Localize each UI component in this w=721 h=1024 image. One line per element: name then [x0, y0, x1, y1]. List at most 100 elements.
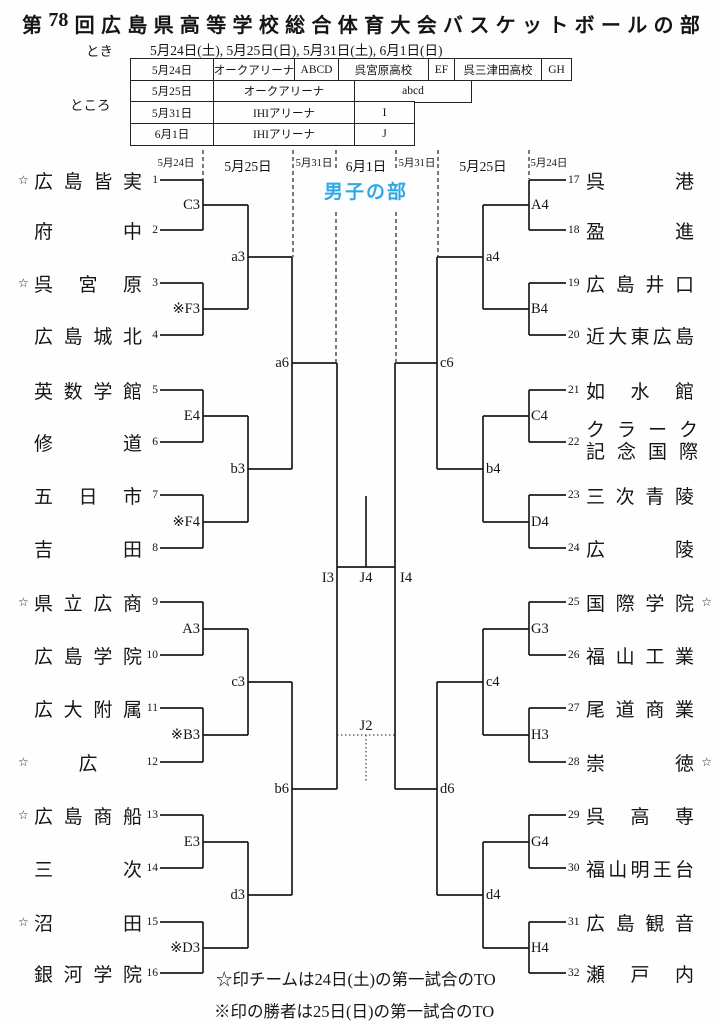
team-name: 英数学館	[34, 381, 142, 403]
schedule-dates: 5月24日(土), 5月25日(日), 5月31日(土), 6月1日(日)	[150, 43, 443, 58]
seed-star: ☆	[701, 754, 712, 769]
team-number: 3	[152, 277, 158, 289]
team-name: 福山工業	[586, 646, 694, 668]
venue-cell: ABCD	[294, 59, 338, 80]
team-name: 広島観音	[586, 913, 694, 935]
column-date: 5月31日	[295, 158, 333, 169]
match-label-b3: b3	[230, 461, 246, 477]
team-slot-4: 広島城北 4	[18, 322, 158, 348]
match-label-A3: A3	[182, 621, 200, 637]
team-number: 4	[152, 329, 158, 341]
match-label-F4: ※F4	[172, 514, 200, 530]
team-name: 瀬戸内	[586, 964, 694, 986]
team-name: 府中	[34, 221, 142, 243]
team-number: 23	[568, 489, 580, 501]
team-number: 24	[568, 542, 580, 554]
match-label-B3: ※B3	[170, 727, 200, 743]
team-name: 広島城北	[34, 326, 142, 348]
team-number: 7	[152, 489, 158, 501]
team-name: 国際学院	[586, 593, 694, 615]
team-number: 28	[568, 756, 580, 768]
team-number: 30	[568, 862, 580, 874]
match-label-H3: H3	[531, 727, 549, 743]
team-slot-2: 府中 2	[18, 217, 158, 243]
team-name: 修道	[34, 433, 142, 455]
team-number: 25	[568, 596, 580, 608]
team-number: 26	[568, 649, 580, 661]
match-label-E3: E3	[183, 834, 200, 850]
team-name: 尾道商業	[586, 699, 694, 721]
seed-star: ☆	[18, 172, 29, 187]
team-name: 広島皆実	[34, 171, 142, 193]
match-label-d3: d3	[230, 887, 246, 903]
team-name: 広大附属	[34, 699, 142, 721]
match-label-B4: B4	[531, 301, 548, 317]
team-number: 19	[568, 277, 580, 289]
venue-cell: GH	[541, 59, 571, 80]
team-number: 10	[146, 649, 159, 661]
team-number: 11	[146, 702, 158, 714]
column-date: 6月1日	[345, 159, 387, 174]
match-label-H4: H4	[531, 940, 549, 956]
team-number: 32	[568, 967, 580, 979]
match-label-a3: a3	[231, 249, 245, 265]
team-number: 1	[152, 174, 158, 186]
team-name: 呉港	[586, 171, 694, 193]
team-name-line2: 記念国際	[586, 442, 698, 463]
column-date: 5月24日	[530, 158, 568, 169]
venue-cell: I	[354, 102, 414, 123]
team-slot-1: ☆ 広島皆実 1	[18, 167, 158, 193]
match-label-C4: C4	[531, 408, 548, 424]
venue-cell: IHIアリーナ	[213, 123, 354, 145]
venue-cell: IHIアリーナ	[213, 102, 354, 123]
team-name: 崇徳	[586, 753, 694, 775]
team-slot-14: 三次 14	[18, 855, 158, 881]
schedule-label: とき	[86, 44, 113, 59]
match-label-c3: c3	[231, 674, 245, 690]
match-label-D3: ※D3	[170, 940, 200, 956]
team-name: 広	[78, 753, 98, 775]
match-label-J2: J2	[359, 718, 373, 734]
team-number: 14	[146, 862, 159, 874]
column-date: 5月24日	[157, 158, 195, 169]
footnote-star: ☆印チームは24日(土)の第一試合のTO	[216, 970, 496, 989]
team-name: 銀河学院	[34, 964, 142, 986]
venue-date: 5月31日	[151, 107, 193, 120]
team-slot-11: 広大附属 11	[18, 695, 158, 721]
seed-star: ☆	[18, 594, 29, 609]
team-name: 吉田	[34, 539, 142, 561]
team-slot-32: 32 瀬戸内	[568, 960, 712, 986]
match-label-d6: d6	[440, 781, 455, 797]
venue-row-3: 5月31日 IHIアリーナ I	[130, 101, 415, 124]
team-number: 2	[152, 224, 158, 236]
column-date: 5月25日	[459, 159, 507, 174]
column-date: 5月25日	[224, 159, 272, 174]
match-label-F3: ※F3	[172, 301, 200, 317]
seed-star: ☆	[18, 914, 29, 929]
team-slot-28: 28 崇徳 ☆	[568, 749, 712, 775]
match-label-d4: d4	[486, 887, 501, 903]
seed-star: ☆	[18, 275, 29, 290]
venue-row-4: 6月1日 IHIアリーナ J	[130, 122, 415, 146]
column-date: 5月31日	[398, 158, 436, 169]
team-number: 13	[146, 809, 159, 821]
venue-cell: EF	[428, 59, 454, 80]
match-label-b6: b6	[274, 781, 290, 797]
team-name: 三次	[34, 859, 142, 881]
match-label-D4: D4	[531, 514, 549, 530]
match-label-a4: a4	[486, 249, 500, 265]
